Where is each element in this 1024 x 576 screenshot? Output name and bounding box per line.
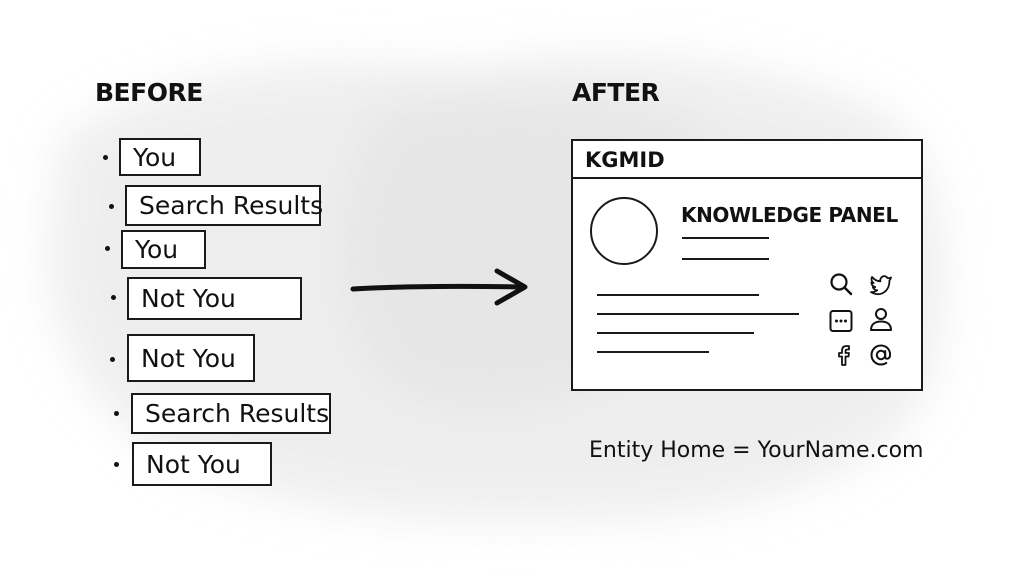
knowledge-panel-title: KNOWLEDGE PANEL (681, 203, 898, 227)
text-line (682, 258, 769, 260)
bullet (114, 411, 119, 416)
chat-icon (829, 310, 853, 332)
facebook-icon (838, 345, 850, 366)
result-box: You (119, 138, 201, 176)
bullet (111, 295, 116, 300)
result-box: Not You (127, 277, 302, 320)
result-box: Search Results (131, 393, 331, 434)
result-box: Not You (127, 334, 255, 382)
entity-home-label: Entity Home = YourName.com (589, 438, 924, 463)
bullet (105, 246, 110, 251)
result-box: Search Results (125, 185, 323, 226)
bullet (109, 204, 114, 209)
text-line (597, 351, 709, 353)
user-icon (870, 308, 892, 331)
text-line (682, 237, 769, 239)
at-sign-icon (870, 344, 892, 366)
arrow-right-icon (350, 268, 528, 306)
twitter-bird-icon (870, 275, 892, 296)
before-heading: BEFORE (95, 78, 203, 107)
avatar (590, 197, 658, 265)
bullet (103, 155, 108, 160)
result-box: You (121, 230, 206, 269)
knowledge-panel-card: KGMID KNOWLEDGE PANEL (571, 139, 923, 391)
text-line (597, 294, 759, 296)
text-line (597, 313, 799, 315)
text-line (597, 332, 754, 334)
search-icon (830, 273, 853, 296)
bullet (110, 357, 115, 362)
kgmid-label: KGMID (585, 148, 665, 172)
panel-header: KGMID (573, 141, 921, 179)
bullet (114, 462, 119, 467)
after-heading: AFTER (572, 78, 660, 107)
result-box: Not You (132, 442, 272, 486)
